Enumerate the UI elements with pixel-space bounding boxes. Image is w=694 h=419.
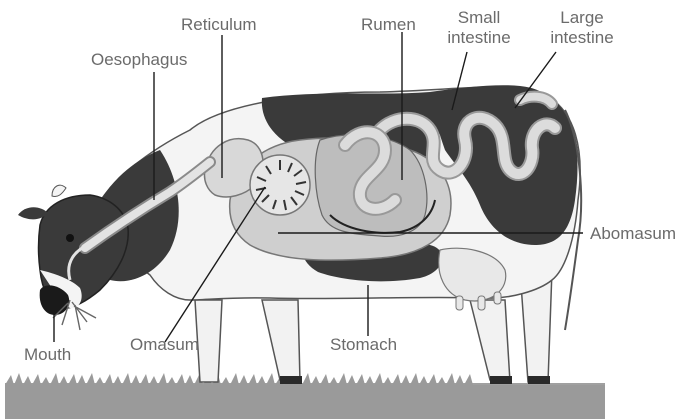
label-reticulum: Reticulum xyxy=(181,15,257,35)
label-small-intestine: Small intestine xyxy=(434,8,524,48)
label-small-intestine-line2: intestine xyxy=(434,28,524,48)
label-large-intestine: Large intestine xyxy=(537,8,627,48)
label-large-intestine-line2: intestine xyxy=(537,28,627,48)
label-rumen: Rumen xyxy=(361,15,416,35)
label-small-intestine-line1: Small xyxy=(434,8,524,28)
label-stomach: Stomach xyxy=(330,335,397,355)
label-mouth: Mouth xyxy=(24,345,71,365)
label-oesophagus: Oesophagus xyxy=(91,50,187,70)
label-omasum: Omasum xyxy=(130,335,199,355)
grass xyxy=(5,373,605,419)
label-large-intestine-line1: Large xyxy=(537,8,627,28)
label-abomasum: Abomasum xyxy=(590,224,676,244)
